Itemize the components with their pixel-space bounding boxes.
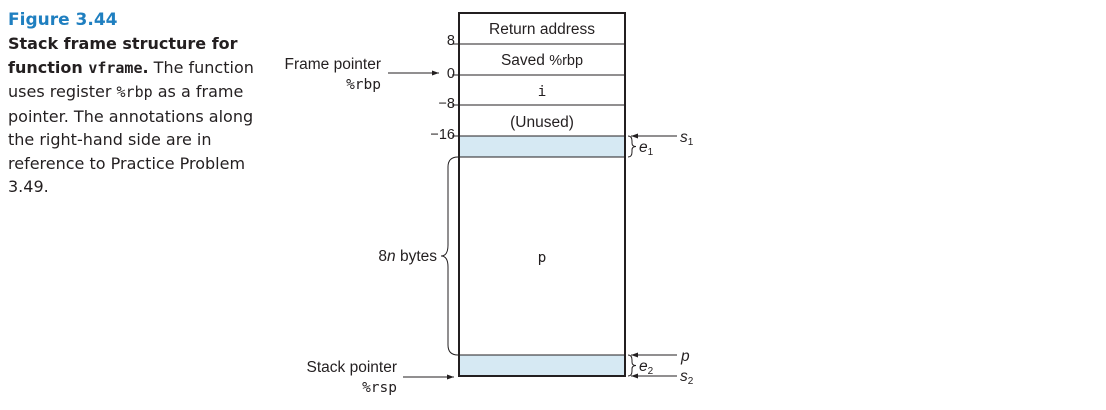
size-n: 8 [378,248,387,265]
s2-sub: 2 [688,376,694,387]
s2-base: s [680,368,688,385]
stack-pointer-label: Stack pointer [307,359,397,376]
e2-shaded-region [459,355,625,376]
offset-label: −16 [430,127,455,143]
e1-sub: 1 [648,147,654,158]
caption-title-text: Stack frame structure for function [8,34,238,77]
caption-title: Stack frame structure for function vfram… [8,34,238,77]
cell-saved-text: Saved [501,52,549,69]
e2-brace [627,354,637,377]
cell-saved-rbp: Saved %rbp [501,52,583,69]
caption-title-end: . [142,57,149,77]
s1-base: s [680,129,688,146]
e2-base: e [639,358,648,375]
cell-unused: (Unused) [510,114,574,131]
figure-caption: Figure 3.44 Stack frame structure for fu… [8,8,258,199]
e1-label: e1 [639,139,654,158]
frame-pointer-reg: %rbp [346,77,381,93]
caption-desc-code: %rbp [116,83,153,101]
size-label: 8n bytes [378,248,437,265]
s1-label: s1 [680,129,694,148]
caption-desc-1: The function uses register [8,57,254,102]
cell-return-address: Return address [489,21,595,38]
figure-label: Figure 3.44 [8,10,118,30]
frame-pointer-label: Frame pointer [285,56,381,73]
stack-frame-box [458,12,626,377]
cell-dividers [459,43,625,356]
offset-label: 8 [447,33,455,49]
size-unit: bytes [396,248,438,265]
stack-pointer-reg: %rsp [362,380,397,396]
caption-title-code: vframe [88,58,143,77]
e1-brace [627,135,637,158]
s1-sub: 1 [688,137,694,148]
e2-label: e2 [639,358,654,377]
caption-desc-2: as a frame pointer. The annotations alon… [8,82,254,196]
e1-base: e [639,139,648,156]
s2-label: s2 [680,368,694,387]
e2-sub: 2 [648,366,654,377]
e1-shaded-region [459,136,625,157]
size-var: n [387,248,396,265]
p-label: p [680,348,690,365]
offset-label: 0 [447,66,455,82]
size-brace [440,156,459,356]
offset-ticks [452,43,459,137]
cell-var-i: i [538,84,547,100]
offset-label: −8 [438,96,455,112]
caption-body: Stack frame structure for function vfram… [8,32,258,199]
cell-saved-reg: %rbp [549,53,583,69]
cell-array-p: p [538,250,547,266]
